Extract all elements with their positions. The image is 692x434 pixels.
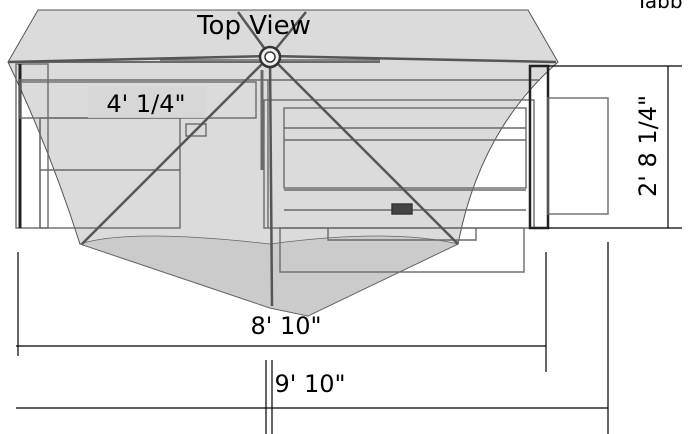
small-box xyxy=(185,123,207,137)
rib-right-down xyxy=(269,55,459,245)
lower-right-module xyxy=(279,227,525,273)
left-cabinet-body xyxy=(15,63,49,229)
dimension-lines xyxy=(16,65,682,434)
rib-right xyxy=(269,54,557,64)
rib-center-down xyxy=(268,55,274,307)
rib-left xyxy=(7,54,271,64)
right-cabinet-inner xyxy=(283,107,527,189)
right-side-box xyxy=(547,97,609,215)
cabinet-outlines xyxy=(15,59,609,273)
top-width-label-bg xyxy=(88,86,206,118)
umbrella-hub-inner xyxy=(264,51,276,63)
right-end-panel xyxy=(528,64,550,230)
view-title: Top View xyxy=(196,11,311,41)
corner-text: Tabb xyxy=(635,0,683,13)
rib-left-down xyxy=(81,55,271,245)
overall-width-label: 9' 10" xyxy=(274,370,345,398)
top-width-label: 4' 1/4" xyxy=(106,90,185,118)
inner-width-label: 8' 10" xyxy=(250,312,321,340)
depth-label: 2' 8 1/4" xyxy=(634,95,662,197)
canopy-lower-bulge xyxy=(78,235,460,317)
small-tag xyxy=(391,203,413,215)
lower-bracket xyxy=(327,228,477,241)
